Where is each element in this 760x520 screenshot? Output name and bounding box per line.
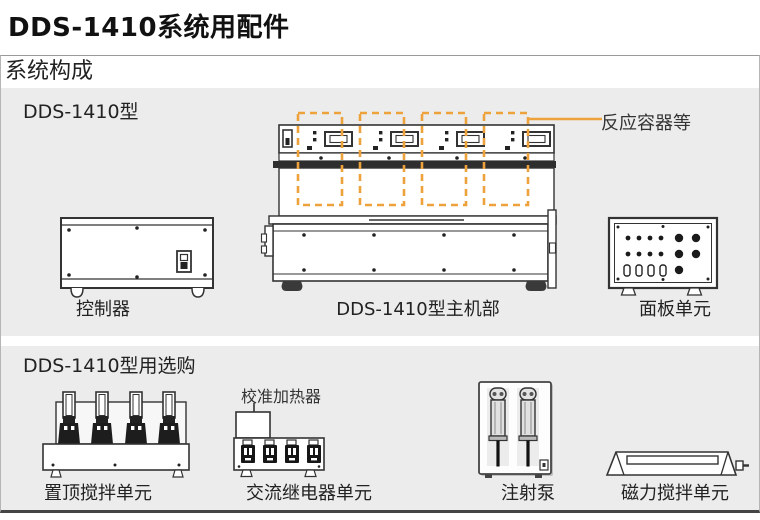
options-panel: DDS-1410型用选购: [1, 346, 759, 510]
controller-drawing: [60, 217, 214, 298]
panel-unit-drawing: [607, 216, 719, 296]
main-unit-drawing: [260, 111, 602, 291]
panel-divider: [1, 336, 759, 346]
magnetic-stirrer-drawing: [605, 451, 749, 476]
ac-relay-label: 交流继电器单元: [246, 483, 372, 504]
reaction-vessel-callout: 反应容器等: [601, 113, 691, 134]
model-label: DDS-1410型: [23, 101, 139, 123]
magnetic-stirrer-label: 磁力搅拌单元: [621, 483, 729, 504]
panel-unit-label: 面板单元: [639, 299, 711, 320]
system-box: 系统构成 DDS-1410型: [0, 55, 760, 513]
main-config-panel: DDS-1410型: [1, 88, 759, 336]
options-label: DDS-1410型用选购: [23, 355, 196, 377]
ac-relay-drawing: [233, 403, 325, 478]
overhead-stirrer-label: 置顶搅拌单元: [44, 483, 152, 504]
syringe-pump-drawing: [478, 381, 553, 478]
section-header: 系统构成: [1, 56, 759, 88]
heater-callout: 校准加热器: [241, 387, 322, 406]
overhead-stirrer-drawing: [42, 391, 190, 478]
page-title: DDS-1410系统用配件: [8, 13, 290, 43]
main-unit-label: DDS-1410型主机部: [336, 299, 500, 320]
syringe-pump-label: 注射泵: [501, 483, 555, 504]
controller-label: 控制器: [76, 299, 130, 320]
